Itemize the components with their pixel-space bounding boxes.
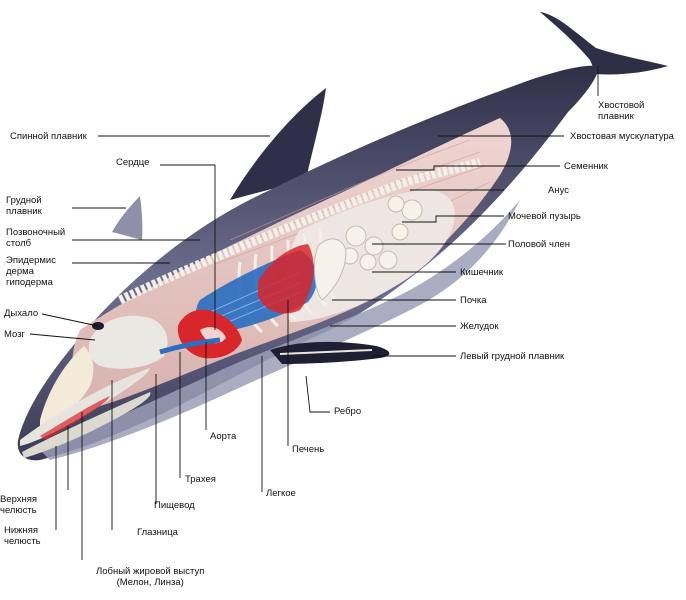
label-verkhnyaya-chelyust-1: Верхняя	[0, 494, 38, 505]
label-epidermis: Эпидермис дерма гиподерма	[6, 255, 56, 288]
label-lobny-vystup: Лобный жировой выступ (Мелон, Линза)	[96, 566, 204, 588]
label-khvostovoy-plavnik-2: плавник	[598, 111, 634, 122]
label-khvostovoy-plavnik-1: Хвостовой	[598, 100, 645, 111]
label-aorta: Аорта	[210, 431, 237, 442]
label-pochka: Почка	[460, 295, 487, 306]
label-spinnoy-plavnik: Спинной плавник	[10, 131, 87, 142]
intestines	[341, 195, 423, 271]
label-levy-grudnoy-plavnik: Левый грудной плавник	[460, 351, 565, 362]
left-pectoral-fin	[270, 341, 390, 364]
pectoral-fin-bones	[279, 349, 373, 355]
label-kishechnik: Кишечник	[460, 267, 504, 278]
upper-jaw	[20, 368, 150, 446]
label-pozvonochny-stolb-2: столб	[6, 238, 32, 249]
label-grudnoy-plavnik: Грудной плавник	[6, 195, 42, 217]
label-legkoe: Легкое	[266, 488, 296, 499]
label-mozg: Мозг	[4, 329, 26, 340]
label-mochevoy-puzyr: Мочевой пузырь	[508, 211, 581, 222]
label-anus: Анус	[548, 185, 569, 196]
label-semennik: Семенник	[564, 161, 608, 172]
label-khvostovoy-plavnik: Хвостовой плавник	[598, 100, 644, 122]
label-pishchevod: Пищевод	[154, 500, 195, 511]
label-epidermis-2: дерма	[6, 266, 34, 277]
label-grudnoy-plavnik-2: плавник	[6, 206, 42, 217]
spine	[118, 157, 482, 305]
label-grudnoy-plavnik-1: Грудной	[6, 195, 42, 206]
label-nizhnyaya-chelyust-2: челюсть	[4, 536, 41, 547]
label-nizhnyaya-chelyust: Нижняя челюсть	[4, 525, 41, 547]
tail-fluke	[540, 12, 668, 75]
label-trakheya: Трахея	[185, 474, 216, 485]
label-verkhnyaya-chelyust-2: челюсть	[0, 505, 37, 516]
label-khvostovaya-muskulatura: Хвостовая мускулатура	[570, 131, 674, 142]
label-polovoy-chlen: Половой член	[508, 239, 571, 250]
belly-highlight	[40, 200, 520, 460]
label-dykhalo: Дыхало	[4, 308, 39, 319]
lower-jaw	[22, 392, 151, 458]
label-pozvonochny-stolb: Позвоночный столб	[6, 227, 65, 249]
label-epidermis-3: гиподерма	[6, 277, 53, 288]
melon	[40, 346, 94, 430]
jaw-red	[40, 396, 110, 440]
label-glaznitsa: Глазница	[137, 527, 178, 538]
label-nizhnyaya-chelyust-1: Нижняя	[4, 525, 39, 536]
label-pechen: Печень	[292, 444, 325, 455]
far-pectoral-fin	[112, 196, 143, 240]
label-serdtse: Сердце	[116, 157, 150, 168]
label-lobny-vystup-2: (Мелон, Линза)	[116, 577, 184, 588]
liver	[258, 244, 314, 314]
stomach	[314, 238, 347, 301]
label-pozvonochny-stolb-1: Позвоночный	[6, 227, 66, 238]
skull	[88, 315, 168, 369]
label-lobny-vystup-1: Лобный жировой выступ	[96, 566, 205, 577]
label-epidermis-1: Эпидермис	[6, 255, 56, 266]
label-rebro: Ребро	[334, 406, 362, 417]
label-zheludok: Желудок	[460, 321, 499, 332]
dorsal-fin	[230, 88, 326, 200]
leader-lines	[29, 66, 599, 560]
label-verkhnyaya-chelyust: Верхняя челюсть	[0, 494, 37, 516]
trachea-tube	[159, 337, 221, 355]
